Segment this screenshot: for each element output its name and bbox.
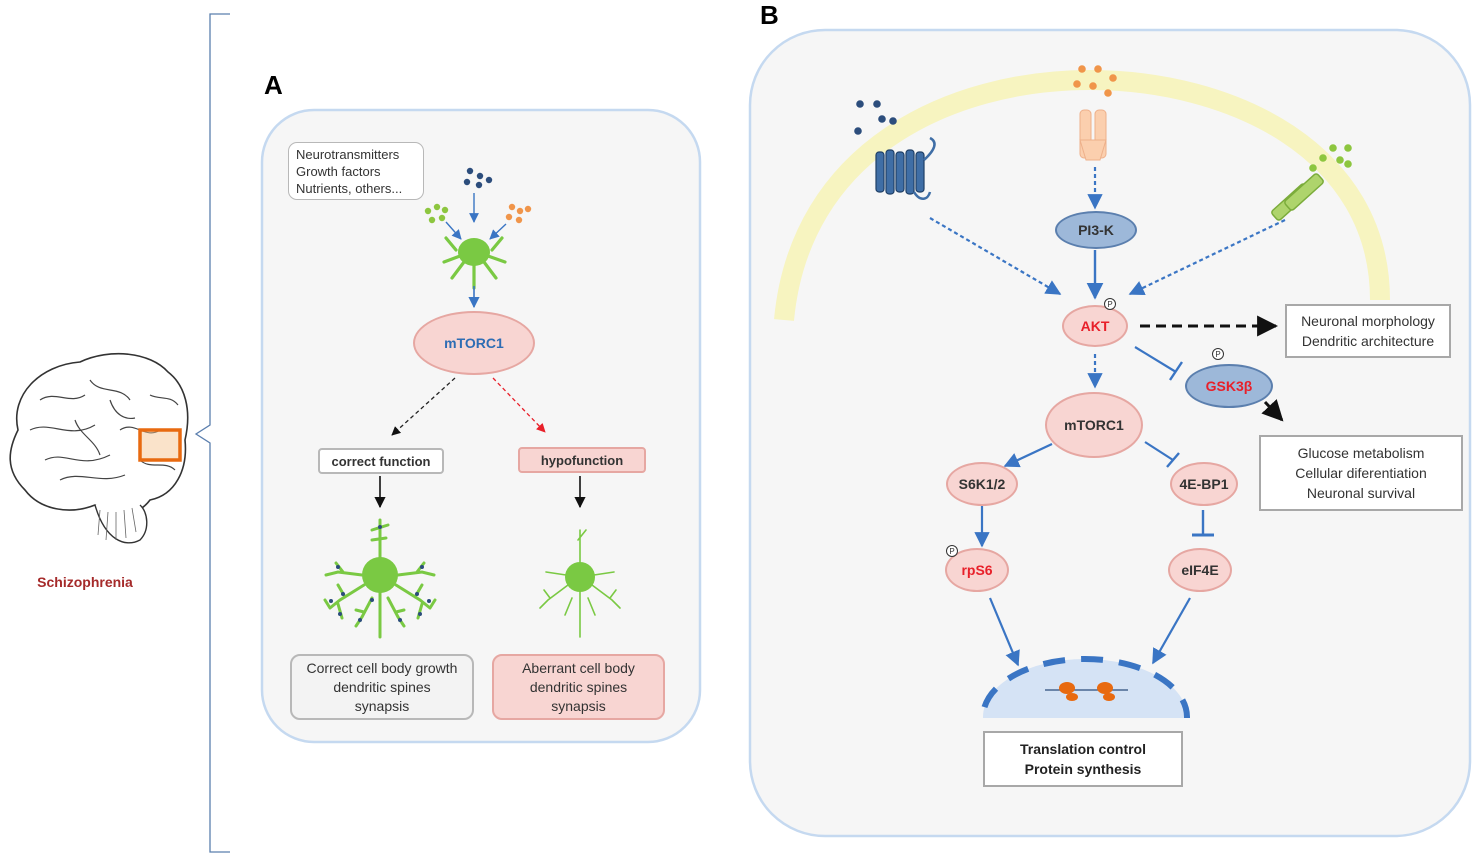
input-line: Neurotransmitters	[296, 146, 400, 162]
4ebp1-node: 4E-BP1	[1170, 462, 1238, 506]
glucose-line: Neuronal survival	[1306, 485, 1416, 501]
morphology-box: Neuronal morphology Dendritic architectu…	[1285, 304, 1451, 358]
healthy-neuron-icon	[323, 518, 437, 639]
outcome-line: synapsis	[551, 697, 606, 714]
rtk-receptor-icon	[1079, 109, 1107, 161]
translation-line: Protein synthesis	[1024, 761, 1142, 777]
gsk3b-node: GSK3β	[1185, 364, 1273, 408]
aberrant-neuron-icon	[539, 529, 621, 638]
panel-a-background	[260, 108, 702, 744]
neuron-icon	[442, 236, 507, 290]
channel-receptor-icon	[1271, 173, 1324, 221]
glucose-line: Glucose metabolism	[1297, 445, 1425, 461]
phospho-marker-gsk3b: P	[1212, 348, 1224, 360]
outcome-line: Aberrant cell body	[522, 659, 635, 676]
cell-membrane	[774, 69, 1390, 321]
ligand-dots-blue-a	[463, 167, 493, 189]
correct-function-box: correct function	[318, 448, 444, 474]
nucleus	[980, 656, 1190, 718]
outcome-line: Correct cell body growth	[306, 659, 458, 676]
spine-dots	[329, 525, 431, 622]
ligand-dots-orange-a	[505, 203, 532, 224]
morph-line: Neuronal morphology	[1301, 313, 1435, 329]
panel-b-letter: B	[760, 0, 779, 30]
mtorc1-node-b: mTORC1	[1045, 392, 1143, 458]
ligand-dots-green-b	[1309, 144, 1352, 172]
correct-outcome-box: Correct cell body growth dendritic spine…	[290, 654, 474, 720]
outcome-line: synapsis	[354, 697, 410, 714]
bracket	[194, 13, 230, 853]
ligand-dots-green-a	[424, 203, 449, 224]
glucose-line: Cellular diferentiation	[1295, 465, 1427, 481]
hypofunction-box: hypofunction	[518, 447, 646, 473]
ligand-dots-orange-b	[1073, 65, 1117, 97]
aberrant-outcome-box: Aberrant cell body dendritic spines syna…	[492, 654, 665, 720]
akt-node: AKT	[1062, 305, 1128, 347]
brain-icon	[9, 352, 189, 544]
glucose-box: Glucose metabolism Cellular diferentiati…	[1259, 435, 1463, 511]
morph-line: Dendritic architecture	[1301, 333, 1435, 349]
gpcr-receptor-icon	[875, 136, 936, 200]
phospho-marker-rps6: P	[946, 545, 958, 557]
input-line: Growth factors	[296, 163, 381, 179]
ribosome-icon	[1045, 682, 1128, 701]
brain-label: Schizophrenia	[37, 574, 133, 590]
mtorc1-node-a: mTORC1	[413, 311, 535, 375]
input-line: Nutrients, others...	[296, 180, 403, 196]
panel-a-letter: A	[264, 70, 283, 100]
translation-box: Translation control Protein synthesis	[983, 731, 1183, 787]
eif4e-node: eIF4E	[1168, 548, 1232, 592]
pi3k-node: PI3-K	[1055, 211, 1137, 249]
outcome-line: dendritic spines	[333, 678, 431, 695]
phospho-marker-akt: P	[1104, 298, 1116, 310]
translation-line: Translation control	[1019, 741, 1146, 757]
input-signals-box: Neurotransmitters Growth factors Nutrien…	[288, 142, 424, 200]
ligand-dots-blue-b	[854, 100, 897, 135]
outcome-line: dendritic spines	[529, 678, 628, 695]
s6k-node: S6K1/2	[946, 462, 1018, 506]
